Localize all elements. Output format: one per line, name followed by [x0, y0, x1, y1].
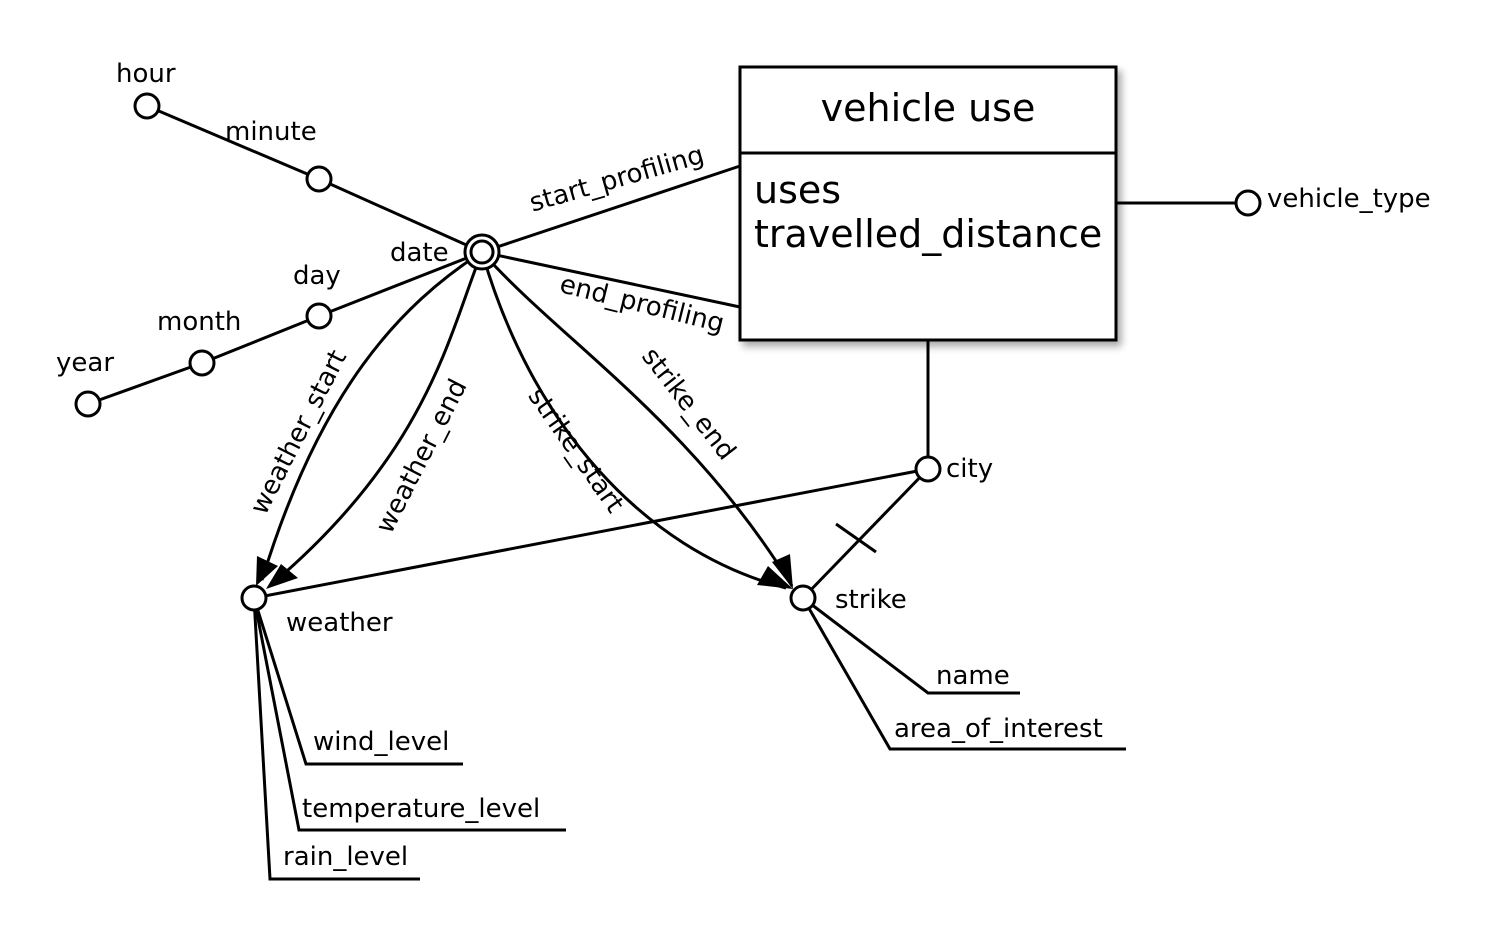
arrowhead-strike-start: [757, 566, 793, 589]
node-hour[interactable]: [133, 92, 161, 120]
label-area-of-interest: area_of_interest: [894, 714, 1103, 744]
label-temperature-level: temperature_level: [302, 794, 540, 824]
edge-hour-minute: [146, 104, 320, 181]
label-wind-level: wind_level: [313, 727, 449, 757]
attribute-nodes: [74, 92, 1262, 612]
node-day[interactable]: [305, 302, 333, 330]
label-name: name: [936, 661, 1010, 691]
edge-strike-area-of-interest: [801, 597, 1126, 751]
node-city[interactable]: [914, 455, 942, 483]
label-weather: weather: [286, 608, 393, 638]
node-minute[interactable]: [305, 165, 333, 193]
edge-start-profiling: [481, 164, 741, 254]
edge-weather-temperature-level: [252, 597, 566, 832]
edge-city-weather: [253, 467, 929, 600]
label-minute: minute: [225, 117, 317, 147]
edge-day-month: [201, 314, 320, 365]
fact-vehicle-use[interactable]: vehicle use uses travelled_distance: [738, 65, 1118, 342]
label-rain-level: rain_level: [283, 842, 408, 872]
label-vehicle-type: vehicle_type: [1267, 184, 1431, 214]
edge-date-day: [318, 250, 483, 318]
edge-strike-name: [802, 596, 1020, 695]
edge-weather-end: [271, 251, 484, 586]
arrowhead-weather-end: [266, 564, 298, 589]
label-city: city: [946, 454, 993, 484]
role-strike-start: strike_start: [522, 382, 630, 518]
edge-month-year: [87, 361, 203, 406]
node-month[interactable]: [188, 349, 216, 377]
edge-minute-date: [318, 177, 483, 254]
arrowhead-weather-start: [256, 556, 278, 586]
edge-strike-start: [480, 251, 787, 590]
edge-weather-start: [260, 250, 483, 581]
role-labels: start_profiling end_profiling weather_st…: [245, 140, 742, 538]
node-vehicle-type[interactable]: [1234, 189, 1262, 217]
edge-city-strike: [801, 467, 930, 600]
fact-box: [738, 65, 1118, 342]
edge-weather-rain-level: [252, 597, 420, 881]
label-strike: strike: [835, 585, 907, 615]
label-date: date: [390, 238, 449, 268]
node-weather[interactable]: [240, 584, 268, 612]
node-date-inner: [469, 239, 495, 265]
arrowhead-strike-end: [772, 554, 793, 589]
label-day: day: [293, 261, 341, 291]
node-strike[interactable]: [789, 584, 817, 612]
edge-end-profiling: [481, 250, 741, 309]
label-hour: hour: [116, 59, 176, 89]
role-end-profiling: end_profiling: [557, 269, 728, 339]
label-year: year: [56, 348, 114, 378]
fact-title: vehicle use: [821, 86, 1036, 130]
edge-strike-end: [480, 251, 794, 587]
role-strike-end: strike_end: [635, 342, 741, 466]
arrowheads: [256, 554, 793, 589]
attribute-labels: hour minute day month year date vehicle_…: [56, 59, 1431, 872]
edge-weather-wind-level: [252, 597, 463, 766]
node-year[interactable]: [74, 390, 102, 418]
measure-travelled-distance: travelled_distance: [754, 212, 1102, 256]
measure-uses: uses: [754, 168, 841, 212]
role-weather-start: weather_start: [245, 345, 353, 519]
cut-mark: [835, 522, 877, 554]
label-month: month: [157, 307, 241, 337]
connectors: [87, 104, 1248, 881]
node-date[interactable]: [463, 233, 501, 271]
